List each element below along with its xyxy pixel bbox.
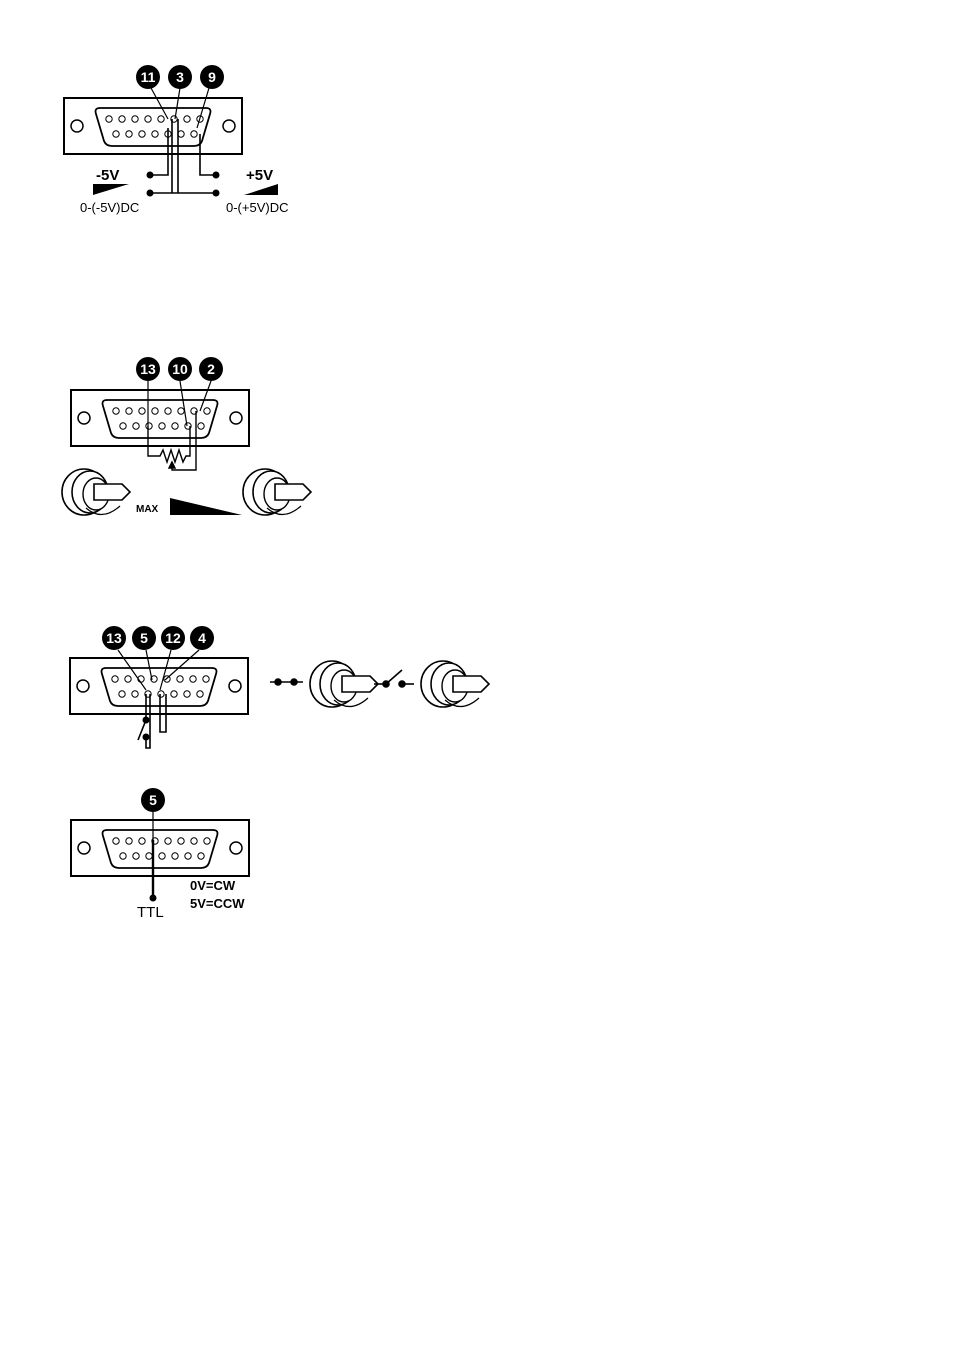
pin-badge-10: 10 [168,357,192,381]
neg-voltage-label: -5V [96,167,119,184]
motor-running-icon [309,660,379,708]
pos-ramp-icon [244,184,278,195]
pos-range-label: 0-(+5V)DC [226,200,289,215]
max-label: MAX [136,504,159,515]
ttl-terminal [149,894,157,902]
switch-open-icon [374,669,414,688]
pin-number: 5 [149,792,157,808]
switch-closed-icon [270,678,303,686]
pin-number: 2 [207,361,215,377]
pin-number: 9 [208,69,216,85]
neg-ramp-icon [93,184,129,195]
motor-reverse-icon [420,660,490,708]
ccw-label: 5V=CCW [190,896,245,911]
pin-number: 12 [165,630,181,646]
pin-badge-4: 4 [190,626,214,650]
motor-fast-icon [242,468,312,516]
pin-leader-lines [117,649,200,691]
neg-range-label: 0-(-5V)DC [80,200,139,215]
pin-badge-13: 13 [102,626,126,650]
pin-badge-5: 5 [132,626,156,650]
pin-number: 4 [198,630,206,646]
pin-number: 3 [176,69,184,85]
ttl-label: TTL [137,904,164,921]
db15-connector [63,97,243,155]
pin-badge-9: 9 [200,65,224,89]
switch-control-diagram: 13 5 12 4 [69,626,490,749]
voltage-control-diagram: 11 3 9 -5V 0-(-5V)DC [63,65,289,215]
pin-leader-lines [147,380,212,427]
pin-badge-12: 12 [161,626,185,650]
pin-badge-11: 11 [136,65,160,89]
pin-badge-3: 3 [168,65,192,89]
switch-contacts [142,716,150,741]
switch-wiring [137,694,167,749]
cw-label: 0V=CW [190,878,236,893]
pin-number: 5 [140,630,148,646]
db15-connector [69,657,249,715]
pin-number: 13 [106,630,122,646]
terminal-dots [146,171,220,197]
potentiometer-wiring [147,411,197,471]
pos-voltage-label: +5V [246,167,273,184]
db15-connector [70,389,250,447]
motor-slow-icon [61,468,131,516]
pin-leader-lines [150,87,210,129]
pin-number: 11 [141,69,156,85]
ttl-direction-diagram: 5 TTL 0V=CW 5V=CCW [70,788,250,921]
potentiometer-control-diagram: 13 10 2 MAX [61,357,312,516]
db15-connector [70,819,250,877]
pin-badge-2: 2 [199,357,223,381]
speed-ramp-icon [170,498,242,515]
pin-number: 10 [172,361,188,377]
pin-badge-13: 13 [136,357,160,381]
wiring [150,119,216,194]
pin-badge-5: 5 [141,788,165,812]
pin-number: 13 [140,361,156,377]
